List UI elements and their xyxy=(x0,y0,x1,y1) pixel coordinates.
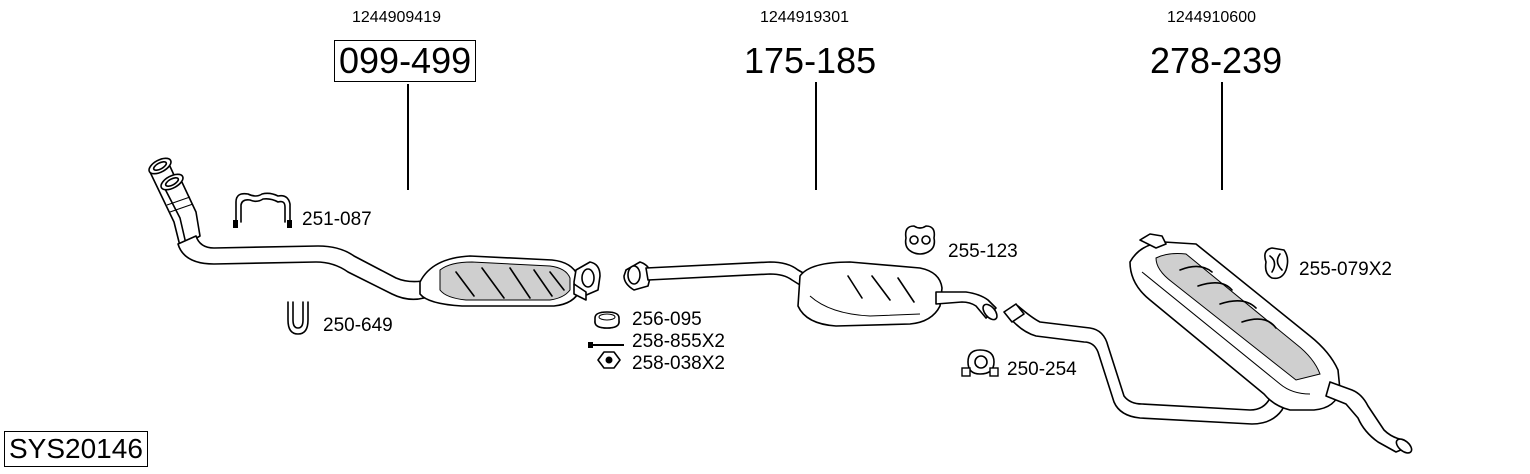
part-label-251-087[interactable]: 251-087 xyxy=(302,209,372,230)
front-pipe-catalyst xyxy=(148,157,601,307)
bracket-251-087-icon xyxy=(233,192,292,228)
system-id-label: SYS20146 xyxy=(4,431,148,467)
part-number-front[interactable]: 099-499 xyxy=(334,40,477,82)
part-label-255-079[interactable]: 255-079X2 xyxy=(1299,259,1392,280)
hanger-255-123-icon xyxy=(904,225,936,255)
clamp-250-254-icon xyxy=(961,349,999,377)
part-label-256-095[interactable]: 256-095 xyxy=(632,309,702,330)
part-label-250-649[interactable]: 250-649 xyxy=(323,315,393,336)
oem-number-rear: 1244910600 xyxy=(1167,9,1256,26)
oem-number-front: 1244909419 xyxy=(352,9,441,26)
rear-silencer xyxy=(1003,233,1413,454)
u-clamp-250-649-icon xyxy=(287,301,309,335)
part-label-258-855[interactable]: 258-855X2 xyxy=(632,331,725,352)
part-label-258-038[interactable]: 258-038X2 xyxy=(632,353,725,374)
bolt-258-855-icon xyxy=(588,342,624,348)
rubber-hanger-255-079-icon xyxy=(1264,247,1289,280)
nut-258-038-icon xyxy=(597,351,621,369)
gasket-256-095-icon xyxy=(594,311,620,329)
part-label-250-254[interactable]: 250-254 xyxy=(1007,359,1077,380)
part-number-rear[interactable]: 278-239 xyxy=(1150,40,1283,81)
middle-silencer xyxy=(623,261,998,327)
part-label-255-123[interactable]: 255-123 xyxy=(948,241,1018,262)
oem-number-middle: 1244919301 xyxy=(760,9,849,26)
part-number-middle[interactable]: 175-185 xyxy=(744,40,877,81)
